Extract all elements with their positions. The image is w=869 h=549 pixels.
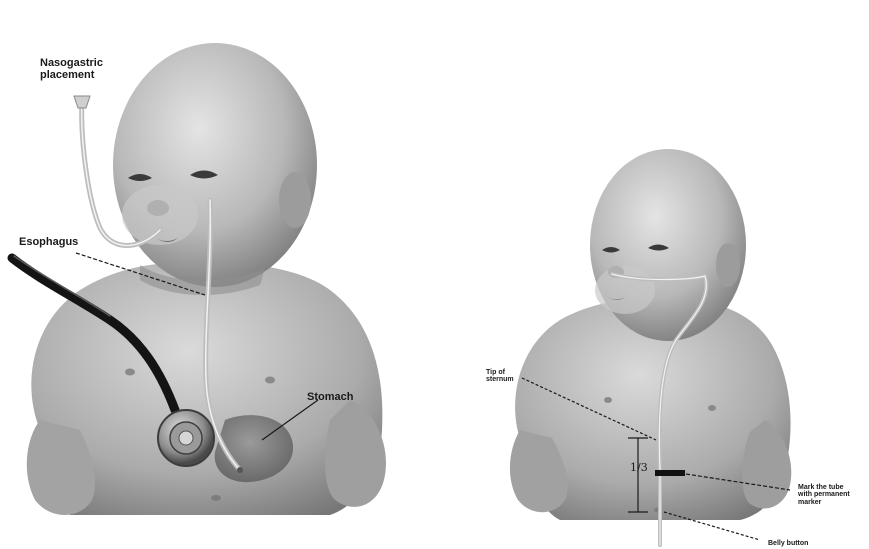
left-infant-nose	[147, 200, 169, 216]
stethoscope-center	[179, 431, 193, 445]
right-infant-head	[590, 149, 746, 341]
fraction-label: 1/3	[630, 462, 648, 474]
nasogastric-tube-connector	[74, 96, 90, 108]
left-infant-head	[113, 43, 317, 287]
right-infant-ear	[716, 243, 740, 287]
permanent-marker-band	[655, 470, 685, 476]
sternum-label-line2: sternum	[486, 376, 514, 383]
nasogastric-label-line1: Nasogastric	[40, 58, 103, 70]
right-infant-nipple	[604, 397, 612, 403]
right-infant-figure	[510, 149, 791, 545]
nasogastric-label-line2: placement	[40, 70, 103, 82]
right-infant-nipple	[708, 405, 716, 411]
sternum-label-line1: Tip of	[486, 369, 514, 376]
esophagus-label: Esophagus	[19, 237, 78, 249]
nasogastric-label: Nasogastric placement	[40, 58, 103, 81]
marker-label-line2: with permanent	[798, 491, 850, 498]
marker-label-line1: Mark the tube	[798, 484, 850, 491]
left-infant-nipple	[125, 369, 135, 376]
left-infant-ear	[279, 172, 311, 228]
nasogastric-tube-tip	[237, 467, 243, 473]
marker-label: Mark the tube with permanent marker	[798, 484, 850, 506]
left-infant-figure	[12, 43, 386, 515]
right-infant-cheek	[595, 266, 655, 314]
belly-button-label: Belly button	[768, 540, 808, 547]
marker-label-line3: marker	[798, 499, 850, 506]
sternum-label: Tip of sternum	[486, 369, 514, 384]
left-infant-nipple	[265, 377, 275, 384]
stomach-label: Stomach	[307, 392, 353, 404]
left-infant-navel	[211, 495, 221, 501]
